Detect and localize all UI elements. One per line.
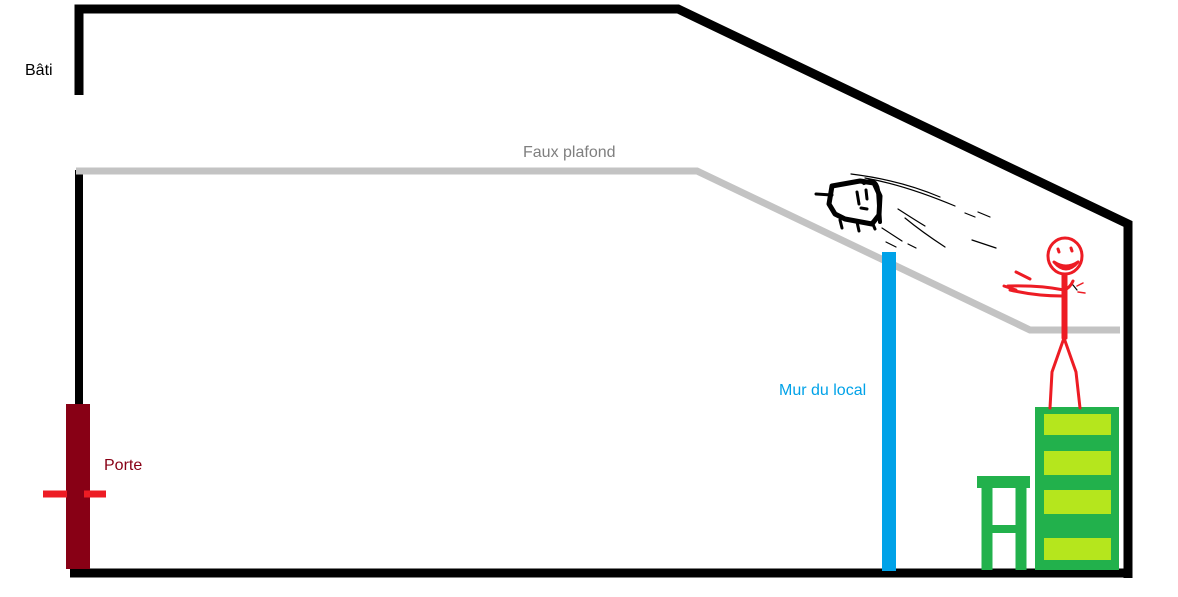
label-porte: Porte [104, 457, 143, 474]
cabinet-drawer [1044, 538, 1111, 560]
motion-lines [850, 173, 1078, 291]
animal-face [855, 188, 869, 211]
porte-panel [66, 404, 90, 569]
person-legs [1048, 336, 1082, 410]
stool [977, 476, 1030, 570]
animal-legs [838, 218, 877, 233]
flying-animal [814, 173, 1078, 291]
drawer-cabinet [1035, 407, 1119, 570]
label-faux-plafond: Faux plafond [523, 144, 616, 161]
person-hand-marks [1076, 282, 1086, 294]
label-bati: Bâti [25, 62, 53, 79]
bati-outline [74, 4, 1133, 578]
animal-tail [814, 192, 834, 197]
cabinet-drawer [1044, 490, 1111, 514]
person-figure [1002, 236, 1086, 410]
person-mouth [1052, 260, 1080, 271]
person-eyes [1056, 246, 1074, 254]
cabinet-drawer [1044, 414, 1111, 435]
label-mur-du-local: Mur du local [779, 382, 867, 399]
animal-body [826, 178, 883, 227]
animal-head-outline [862, 179, 882, 224]
cabinet-drawer [1044, 451, 1111, 475]
porte-door [43, 404, 106, 569]
bati-frame [70, 4, 1133, 578]
person-arm [1006, 279, 1075, 292]
person-arm-stroke [1002, 270, 1064, 298]
faux-plafond-line [76, 167, 1120, 334]
person-body [1061, 272, 1068, 340]
